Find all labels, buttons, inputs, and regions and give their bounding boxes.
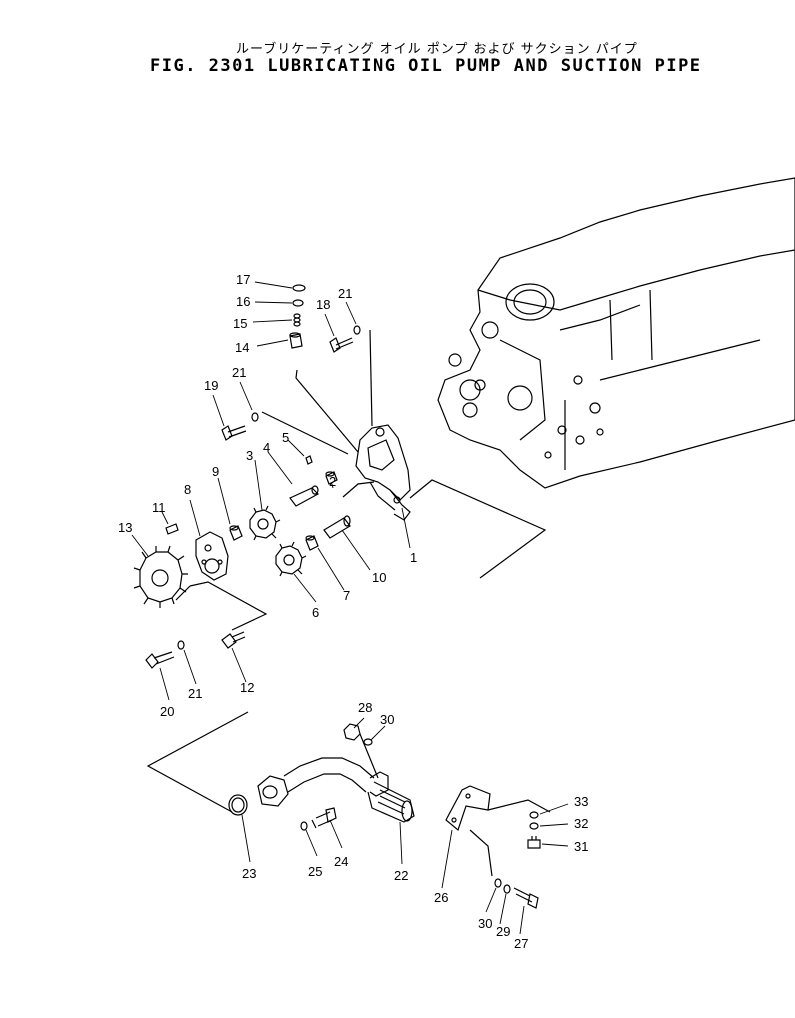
part-33-washer	[529, 811, 539, 819]
part-6-gear	[275, 541, 307, 577]
part-22-suction-pipe	[257, 757, 415, 823]
callout-32: 32	[574, 816, 588, 831]
callout-24: 24	[334, 854, 348, 869]
part-11-pin	[165, 523, 179, 535]
callout-30: 30	[380, 712, 394, 727]
part-20-bolt	[145, 651, 175, 669]
callout-12: 12	[240, 680, 254, 695]
part-21-washer-a	[353, 325, 361, 335]
callout-23: 23	[242, 866, 256, 881]
part-27-bolt	[513, 887, 539, 909]
callout-14: 14	[235, 340, 249, 355]
callout-22: 22	[394, 868, 408, 883]
part-30-washer-a	[363, 738, 373, 746]
figure-title-japanese: ルーブリケーティング オイル ポンプ および サクション パイプ	[236, 42, 638, 57]
pump-body	[355, 424, 411, 521]
part-14-cap	[289, 332, 303, 349]
callout-33: 33	[574, 794, 588, 809]
callout-15: 15	[233, 316, 247, 331]
part-32-washer	[529, 822, 539, 830]
callout-31: 31	[574, 839, 588, 854]
callout-13: 13	[118, 520, 132, 535]
part-9-bushing	[229, 525, 243, 541]
part-7-bushing	[305, 535, 319, 551]
callout-11: 11	[152, 500, 166, 515]
part-25-washer	[300, 821, 308, 831]
part-26-bracket	[445, 785, 491, 832]
callout-30: 30	[478, 916, 492, 931]
callout-18: 18	[316, 297, 330, 312]
callout-5: 5	[282, 430, 289, 445]
part-12-bolt	[221, 631, 246, 649]
callout-17: 17	[236, 272, 250, 287]
callout-10: 10	[372, 570, 386, 585]
callout-8: 8	[184, 482, 191, 497]
part-28-nut	[343, 723, 361, 741]
part-13-sprocket	[133, 545, 188, 608]
callout-21: 21	[188, 686, 202, 701]
part-8-cover	[195, 531, 229, 581]
callout-27: 27	[514, 936, 528, 951]
callout-29: 29	[496, 924, 510, 939]
part-24-bolt	[311, 807, 337, 829]
callout-7: 7	[343, 588, 350, 603]
part-2-bushing	[325, 471, 338, 485]
part-21-washer-b	[251, 412, 259, 422]
part-29-washer	[503, 884, 511, 894]
callout-19: 19	[204, 378, 218, 393]
callout-21: 21	[338, 286, 352, 301]
part-4-shaft	[289, 485, 319, 507]
part-10-shaft	[323, 515, 351, 539]
callout-21: 21	[232, 365, 246, 380]
figure-title: FIG. 2301 LUBRICATING OIL PUMP AND SUCTI…	[150, 56, 702, 76]
callout-25: 25	[308, 864, 322, 879]
part-19-bolt	[221, 425, 247, 441]
callout-26: 26	[434, 890, 448, 905]
callout-20: 20	[160, 704, 174, 719]
part-16-washer	[292, 299, 304, 307]
part-30-washer-b	[494, 878, 502, 888]
part-31-bolt	[527, 836, 541, 849]
callout-4: 4	[263, 440, 270, 455]
part-18-bolt	[329, 337, 354, 353]
callout-28: 28	[358, 700, 372, 715]
callout-labels: 17 16 15 14 18 21 19 21 5 4 3 9 8 11 13 …	[118, 272, 588, 951]
part-23-o-ring	[228, 794, 248, 816]
part-17-snap-ring	[292, 284, 306, 292]
part-15-spring	[293, 313, 301, 327]
callout-3: 3	[246, 448, 253, 463]
part-5-pin	[305, 455, 313, 465]
callout-1: 1	[410, 550, 417, 565]
callout-6: 6	[312, 605, 319, 620]
engine-block	[437, 177, 795, 489]
part-21-washer-c	[177, 640, 185, 650]
part-3-gear	[249, 505, 281, 541]
callout-9: 9	[212, 464, 219, 479]
callout-16: 16	[236, 294, 250, 309]
callout-2: 2	[329, 474, 336, 489]
